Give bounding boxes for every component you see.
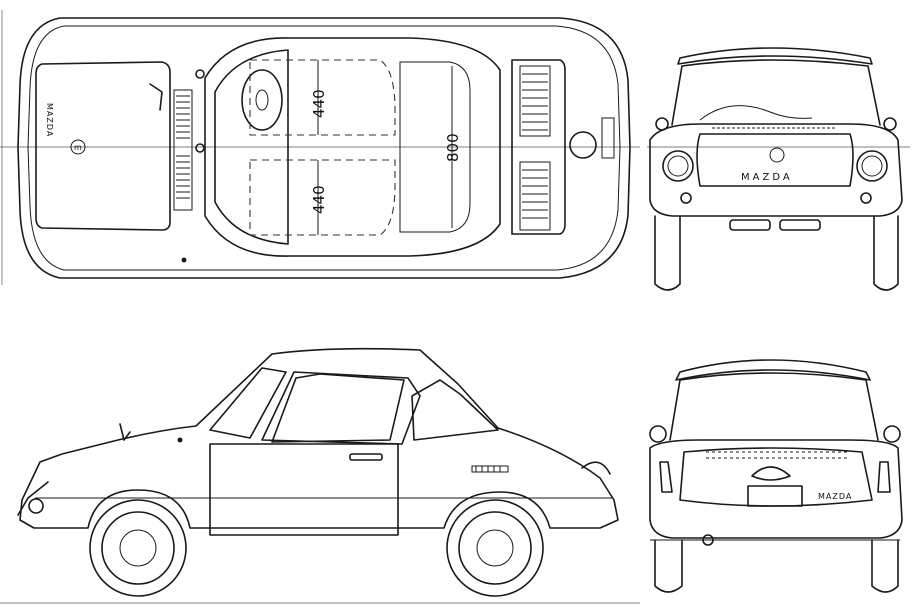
top-view: MAZDA m xyxy=(0,10,640,285)
rear-badge-text: MAZDA xyxy=(818,492,852,501)
svg-text:m: m xyxy=(74,143,83,152)
rear-vent-grille xyxy=(511,59,566,235)
dim-seat-front: 440 xyxy=(310,89,328,118)
dim-cabin-length: 800 xyxy=(444,133,462,162)
front-badge-text: MAZDA xyxy=(741,172,793,183)
rear-view: MAZDA xyxy=(649,359,903,593)
side-vent xyxy=(471,465,509,473)
side-view xyxy=(0,347,640,604)
front-view: MAZDA xyxy=(647,47,910,291)
rear-grille xyxy=(706,451,850,459)
hood-badge-text: MAZDA xyxy=(45,103,54,137)
dim-seat-rear: 440 xyxy=(310,185,328,214)
front-vent-grille xyxy=(173,89,193,211)
